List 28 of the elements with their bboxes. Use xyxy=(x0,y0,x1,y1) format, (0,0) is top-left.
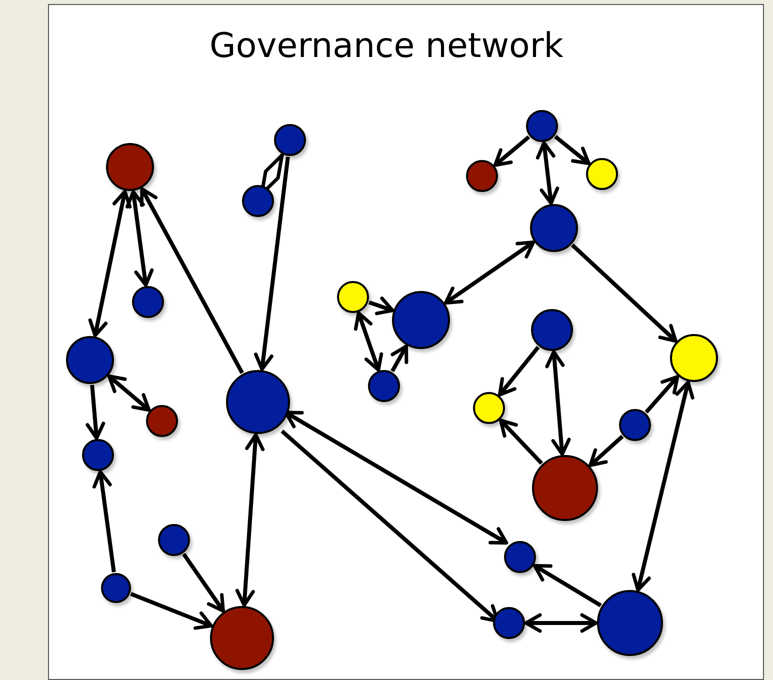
arrow xyxy=(588,434,624,468)
arrow xyxy=(88,190,132,338)
diagram-title: Governance network xyxy=(208,26,564,66)
arrow xyxy=(368,296,394,316)
arrow xyxy=(235,433,265,607)
arrow xyxy=(632,380,694,592)
arrow xyxy=(498,418,544,465)
arrow xyxy=(524,613,598,633)
arrow xyxy=(86,384,106,440)
arrow xyxy=(532,564,602,608)
arrow xyxy=(92,470,116,572)
arrow xyxy=(498,346,540,397)
arrow xyxy=(554,135,590,166)
arrow xyxy=(125,190,154,287)
arrow xyxy=(644,375,680,414)
arrow xyxy=(140,187,244,374)
arrow xyxy=(284,410,508,545)
arrow xyxy=(107,374,151,412)
arrow xyxy=(130,592,214,630)
arrow xyxy=(254,156,290,371)
arrow xyxy=(536,141,560,205)
arrow xyxy=(570,244,678,343)
arrow xyxy=(390,344,408,372)
arrow xyxy=(354,311,384,372)
arrow xyxy=(182,552,225,613)
arrow xyxy=(493,135,530,167)
arrow xyxy=(444,240,536,305)
arrow xyxy=(545,350,571,456)
